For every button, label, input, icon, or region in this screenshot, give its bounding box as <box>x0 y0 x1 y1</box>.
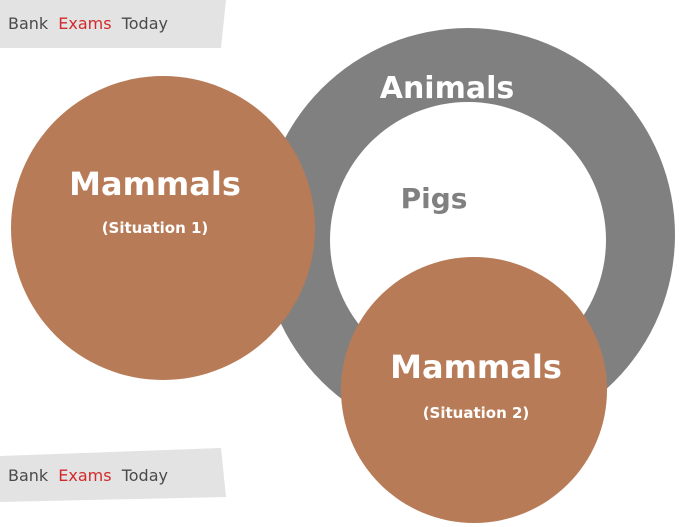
mammals-situation-1-title: Mammals <box>69 165 241 203</box>
watermark-bottom-word-exams: Exams <box>58 466 111 485</box>
svg-text:Bank Exams Today: Bank Exams Today <box>8 14 168 33</box>
mammals-situation-2-circle <box>341 257 607 523</box>
mammals-situation-2-title: Mammals <box>390 348 562 386</box>
mammals-situation-1-circle <box>11 76 315 380</box>
watermark-top-word-exams: Exams <box>58 14 111 33</box>
watermark-bottom-word-bank: Bank <box>8 466 49 485</box>
watermark-top-band <box>0 0 226 48</box>
watermark-bottom-word-today: Today <box>121 466 168 485</box>
watermark-top-word-today: Today <box>121 14 168 33</box>
animals-label: Animals <box>380 71 515 106</box>
watermark-bottom: Bank Exams Today <box>0 448 226 502</box>
pigs-label: Pigs <box>401 182 468 215</box>
watermark-top-word-bank: Bank <box>8 14 49 33</box>
svg-text:Bank Exams Today: Bank Exams Today <box>8 466 168 485</box>
mammals-situation-2-subtitle: (Situation 2) <box>423 404 530 422</box>
watermark-top: Bank Exams Today <box>0 0 226 48</box>
mammals-situation-1-subtitle: (Situation 1) <box>102 219 209 237</box>
watermark-bottom-band <box>0 448 226 502</box>
